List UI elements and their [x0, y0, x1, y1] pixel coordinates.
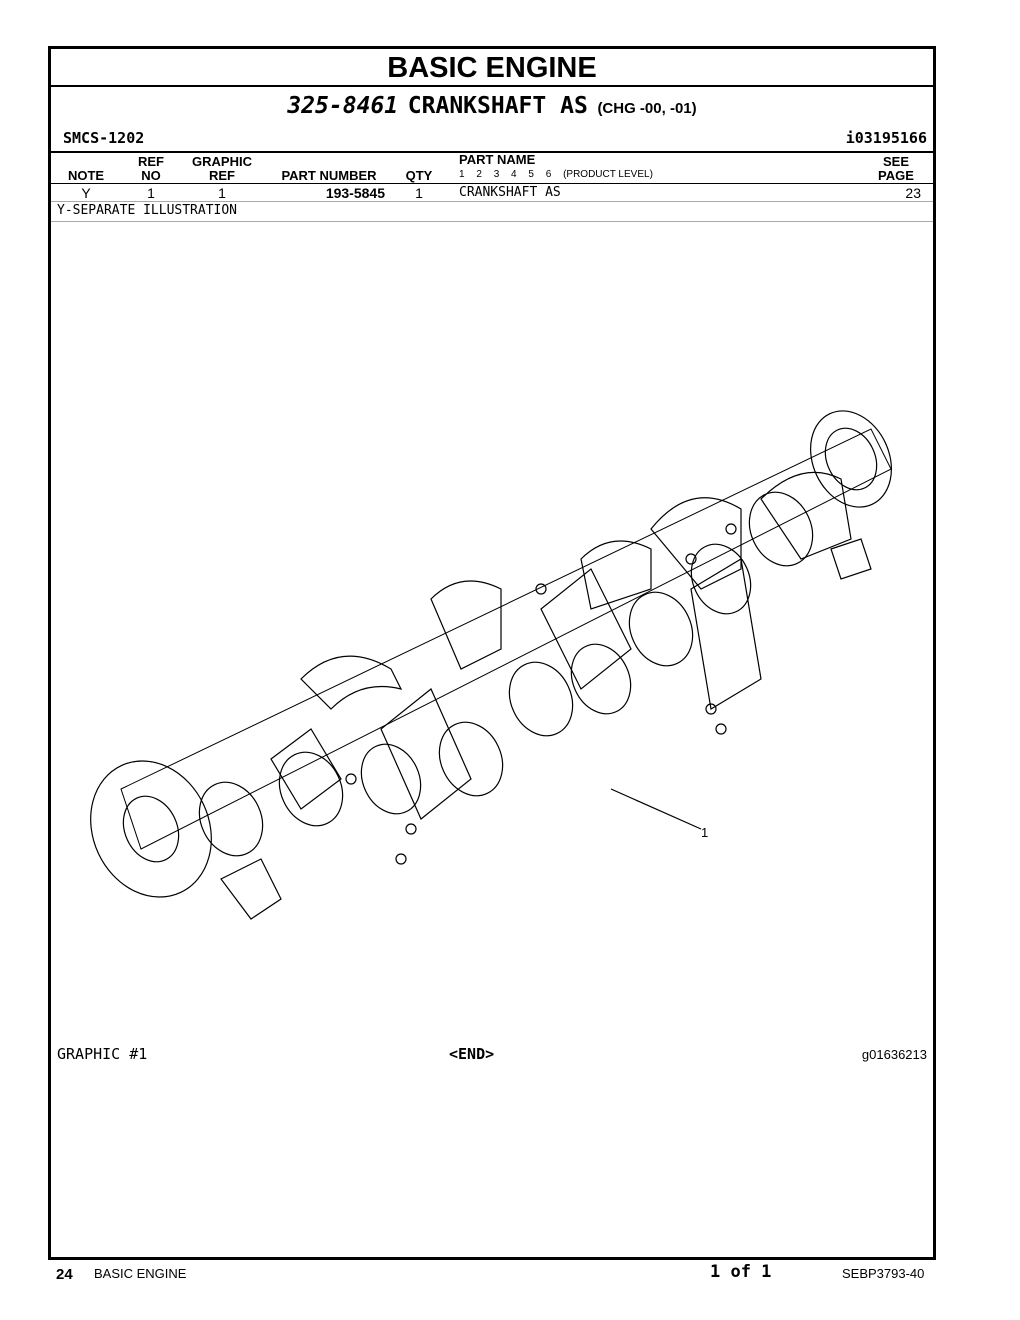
- level-2: 2: [476, 169, 482, 180]
- product-levels: 1 2 3 4 5 6 (PRODUCT LEVEL): [459, 169, 662, 180]
- title-bar: BASIC ENGINE: [51, 49, 933, 87]
- footer-page-number: 24: [56, 1266, 73, 1283]
- row-part-name: CRANKSHAFT AS: [459, 185, 561, 200]
- level-5: 5: [528, 169, 534, 180]
- col-qty: QTY: [405, 168, 433, 183]
- col-graphic-top: GRAPHIC: [192, 154, 252, 169]
- row-ref-no: 1: [147, 185, 155, 201]
- bolt-holes: [345, 523, 737, 865]
- note-explanation: Y-SEPARATE ILLUSTRATION: [57, 203, 238, 218]
- col-ref-top: REF: [138, 154, 164, 169]
- page-title: BASIC ENGINE: [387, 52, 597, 84]
- divider: [51, 151, 933, 153]
- footer-doc-id: SEBP3793-40: [842, 1266, 925, 1281]
- row-qty: 1: [415, 185, 423, 201]
- crankshaft-body: [90, 410, 893, 898]
- level-6: 6: [545, 169, 552, 180]
- row-part-number[interactable]: 193-5845: [325, 185, 385, 201]
- col-note: NOTE: [67, 168, 105, 183]
- footer-page-of: 1 of 1: [710, 1262, 772, 1282]
- document-identifier: i03195166: [845, 129, 927, 147]
- col-ref-bottom: NO: [141, 168, 161, 183]
- page-frame: BASIC ENGINE 325-8461 CRANKSHAFT AS (CHG…: [48, 46, 936, 1260]
- smcs-code: SMCS-1202: [63, 129, 145, 147]
- divider: [51, 221, 933, 222]
- col-part-name: PART NAME: [459, 152, 536, 167]
- end-marker: <END>: [449, 1045, 495, 1063]
- group-part-name: CRANKSHAFT AS: [407, 93, 588, 119]
- graphic-label: GRAPHIC #1: [57, 1045, 148, 1063]
- crank-webs: [220, 471, 872, 920]
- group-part-number: 325-8461: [287, 93, 399, 119]
- col-see-bottom: PAGE: [878, 168, 914, 183]
- row-note: Y: [81, 185, 91, 201]
- crankshaft-illustration: 1: [90, 410, 893, 920]
- graphic-number: g01636213: [861, 1047, 927, 1062]
- row-graphic-ref: 1: [218, 185, 226, 201]
- group-heading: 325-8461 CRANKSHAFT AS (CHG -00, -01): [51, 93, 933, 119]
- footer-section: BASIC ENGINE: [94, 1266, 187, 1281]
- level-3: 3: [493, 169, 500, 180]
- row-see-page[interactable]: 23: [905, 185, 921, 201]
- col-part-number: PART NUMBER: [281, 168, 377, 183]
- divider: [51, 201, 933, 202]
- product-level-label: (PRODUCT LEVEL): [563, 169, 653, 180]
- journals: [198, 491, 814, 857]
- callout-number: 1: [701, 825, 708, 840]
- col-graphic-bottom: REF: [209, 168, 235, 183]
- divider: [51, 183, 933, 184]
- level-1: 1: [459, 169, 465, 180]
- callout-leader: [610, 788, 702, 830]
- col-see-top: SEE: [882, 154, 909, 169]
- level-4: 4: [511, 169, 517, 180]
- change-level: (CHG -00, -01): [597, 100, 697, 117]
